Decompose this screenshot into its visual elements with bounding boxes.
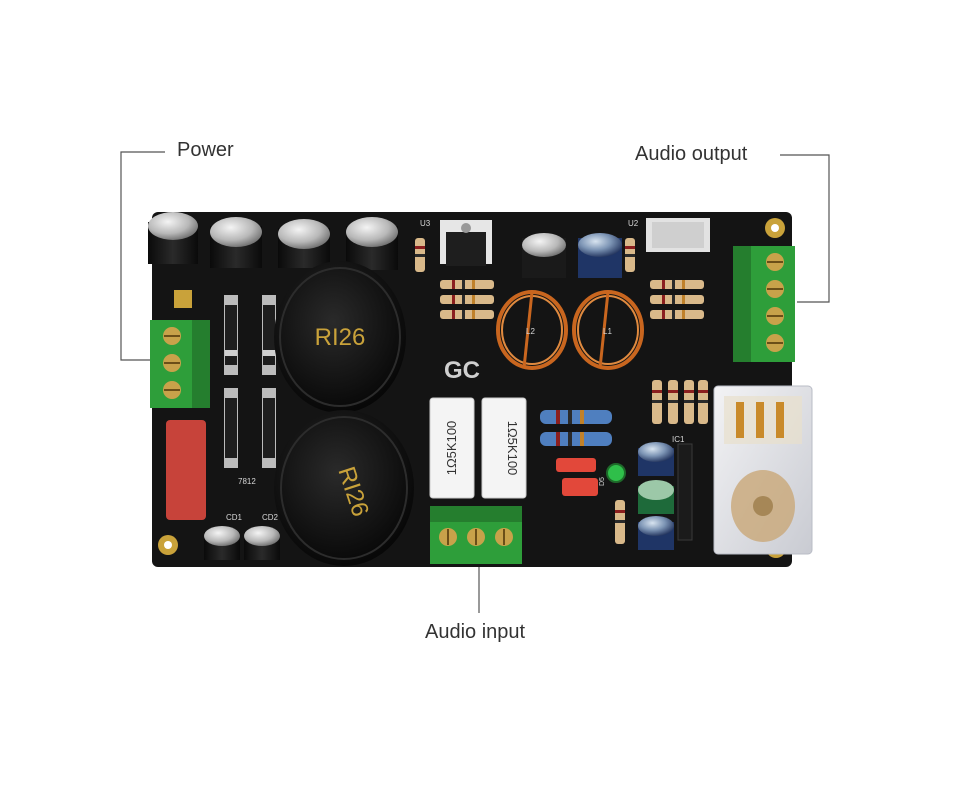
inductor-l1 [572, 290, 644, 370]
gc-logo: GC [444, 357, 480, 384]
relay [713, 385, 813, 555]
silk-u3: U3 [420, 219, 431, 228]
audio-input-terminal-block[interactable] [430, 506, 522, 564]
transformer-top-mark: RI26 [315, 324, 366, 351]
silk-u2: U2 [628, 219, 639, 228]
metal-film-resistors [540, 410, 612, 446]
resistors [415, 238, 708, 544]
silk-cd2: CD2 [262, 513, 279, 522]
small-capacitors [522, 233, 674, 550]
silk-7812: 7812 [238, 477, 256, 486]
silk-cd1: CD1 [226, 513, 243, 522]
cement-resistor-left [429, 397, 475, 499]
regulator-u3 [440, 220, 492, 266]
transformer-top [274, 261, 406, 413]
cement-resistor-right-mark: 1Ω5K100 [505, 421, 520, 476]
silk-l1: L1 [603, 327, 612, 336]
silk-l2: L2 [526, 327, 535, 336]
transformer-bottom [274, 410, 414, 566]
power-callout-label: Power [177, 139, 234, 161]
audio-input-callout-label: Audio input [425, 621, 526, 643]
filter-capacitors [148, 212, 398, 560]
silk-ic1: IC1 [672, 435, 685, 444]
inductor-l2 [496, 290, 568, 370]
rectifier-diodes [224, 295, 276, 468]
cement-resistor-right [481, 397, 527, 499]
audio-output-callout-label: Audio output [635, 143, 748, 165]
audio-output-terminal-block[interactable] [733, 246, 795, 362]
silk-d5: D5 [599, 477, 606, 486]
power-leader-line [120, 151, 165, 361]
ic1-chip [677, 443, 693, 541]
cement-resistor-left-mark: 1Ω5K100 [444, 421, 459, 476]
leader-lines [120, 151, 830, 613]
led-indicator [606, 463, 626, 483]
regulator-u2 [646, 218, 710, 252]
power-terminal-block[interactable] [150, 320, 210, 408]
film-capacitor [166, 420, 206, 520]
red-capacitors [556, 458, 598, 496]
audio-output-leader-line [780, 154, 830, 303]
